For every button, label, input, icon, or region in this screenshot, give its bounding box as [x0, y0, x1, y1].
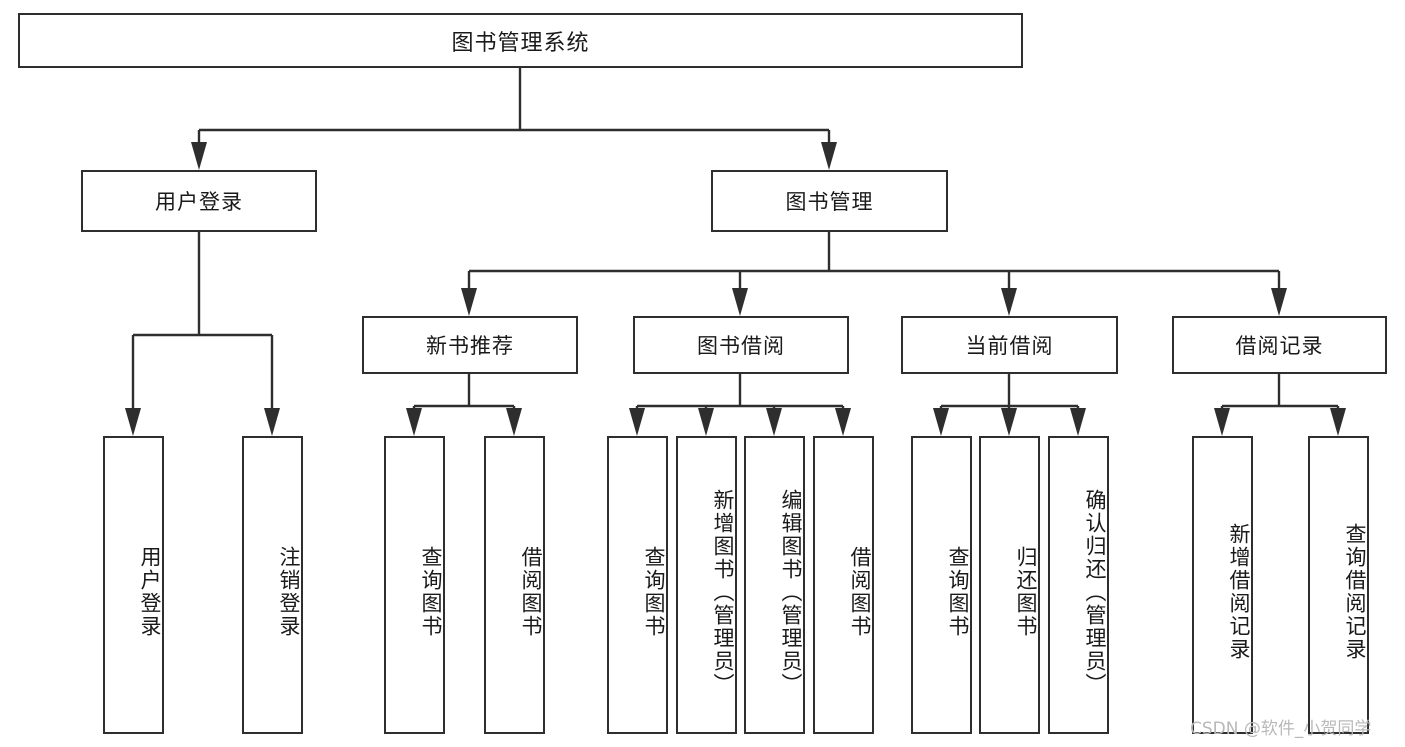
node-root-system-label: 图书管理系统 [451, 30, 590, 56]
node-book-manage-label: 图书管理 [785, 190, 874, 214]
leaf-confirm-return[interactable]: 确认归还（管理员） [1048, 436, 1109, 734]
leaf-user-login-label: 用户登录 [138, 546, 162, 638]
leaf-query-book-3[interactable]: 查询图书 [911, 436, 972, 734]
leaf-confirm-return-label: 确认归还（管理员） [1083, 488, 1107, 696]
node-new-book-recommend-label: 新书推荐 [426, 334, 514, 358]
node-borrow-record-label: 借阅记录 [1235, 334, 1324, 358]
leaf-borrow-book-1[interactable]: 借阅图书 [484, 436, 545, 734]
leaf-add-book-label: 新增图书（管理员） [711, 488, 735, 696]
leaf-query-book-2-label: 查询图书 [642, 546, 666, 638]
leaf-query-book-1[interactable]: 查询图书 [384, 436, 445, 734]
leaf-query-book-2[interactable]: 查询图书 [607, 436, 668, 734]
leaf-borrow-book-2-label: 借阅图书 [848, 546, 872, 638]
leaf-logout-label: 注销登录 [277, 546, 301, 638]
node-new-book-recommend[interactable]: 新书推荐 [362, 316, 578, 374]
node-book-borrow[interactable]: 图书借阅 [633, 316, 849, 374]
leaf-query-book-1-label: 查询图书 [419, 546, 443, 638]
leaf-add-record[interactable]: 新增借阅记录 [1192, 436, 1253, 734]
node-borrow-record[interactable]: 借阅记录 [1172, 316, 1387, 374]
node-user-login-label: 用户登录 [155, 190, 243, 214]
leaf-query-record[interactable]: 查询借阅记录 [1308, 436, 1369, 734]
leaf-query-record-label: 查询借阅记录 [1343, 523, 1367, 661]
leaf-borrow-book-1-label: 借阅图书 [519, 546, 543, 638]
node-user-login[interactable]: 用户登录 [81, 170, 317, 232]
node-root-system[interactable]: 图书管理系统 [18, 13, 1023, 68]
leaf-add-book[interactable]: 新增图书（管理员） [676, 436, 737, 734]
node-book-borrow-label: 图书借阅 [697, 334, 785, 358]
leaf-return-book-label: 归还图书 [1014, 546, 1038, 638]
node-current-borrow-label: 当前借阅 [965, 334, 1054, 358]
leaf-edit-book[interactable]: 编辑图书（管理员） [744, 436, 805, 734]
leaf-borrow-book-2[interactable]: 借阅图书 [813, 436, 874, 734]
leaf-edit-book-label: 编辑图书（管理员） [779, 488, 803, 696]
leaf-return-book[interactable]: 归还图书 [979, 436, 1040, 734]
leaf-query-book-3-label: 查询图书 [946, 546, 970, 638]
node-book-manage[interactable]: 图书管理 [711, 170, 948, 232]
leaf-add-record-label: 新增借阅记录 [1227, 523, 1251, 661]
leaf-user-login[interactable]: 用户登录 [103, 436, 164, 734]
node-current-borrow[interactable]: 当前借阅 [901, 316, 1118, 374]
leaf-logout[interactable]: 注销登录 [242, 436, 303, 734]
